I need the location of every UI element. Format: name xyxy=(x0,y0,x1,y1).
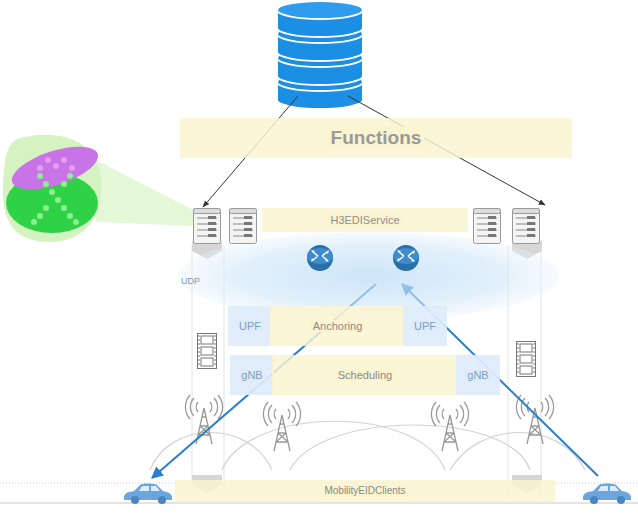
node-label: UDP xyxy=(178,276,203,286)
node-label: Anchoring xyxy=(310,320,366,333)
upf-box: UPF xyxy=(403,306,447,346)
server-icon xyxy=(513,209,540,244)
client-band: MobilityEIDClients xyxy=(175,480,555,502)
node-label: gNB xyxy=(238,369,265,382)
node-label: Scheduling xyxy=(335,369,395,382)
film-icon xyxy=(198,334,217,369)
mobility-flow xyxy=(152,284,598,478)
film-icon xyxy=(517,342,536,377)
scheduling-band: Scheduling xyxy=(272,355,458,395)
cell-tower xyxy=(185,395,222,444)
database-cylinder xyxy=(277,1,363,109)
gnb-box: gNB xyxy=(456,355,500,395)
service-band: H3EDIService xyxy=(262,208,468,232)
node-label: UPF xyxy=(236,320,264,333)
node-label: Functions xyxy=(328,127,425,149)
node-label: H3EDIService xyxy=(327,214,402,227)
function-band: Functions xyxy=(180,118,572,158)
node-label: UPF xyxy=(411,320,439,333)
server-icon xyxy=(194,209,221,244)
car xyxy=(124,484,172,505)
upf-box: UPF xyxy=(228,306,272,346)
node-label: gNB xyxy=(464,369,491,382)
cell-tower xyxy=(263,402,300,451)
router-icon xyxy=(393,245,419,271)
car xyxy=(583,484,631,505)
anchoring-band: Anchoring xyxy=(270,306,405,346)
coverage-arcs xyxy=(150,421,585,470)
node-label: MobilityEIDClients xyxy=(321,485,408,497)
gnb-box: gNB xyxy=(230,355,274,395)
cell-tower xyxy=(431,402,468,451)
router-icon xyxy=(307,245,333,271)
server-icon xyxy=(230,209,257,244)
server-icon xyxy=(474,209,501,244)
zoom-callout xyxy=(3,135,193,242)
